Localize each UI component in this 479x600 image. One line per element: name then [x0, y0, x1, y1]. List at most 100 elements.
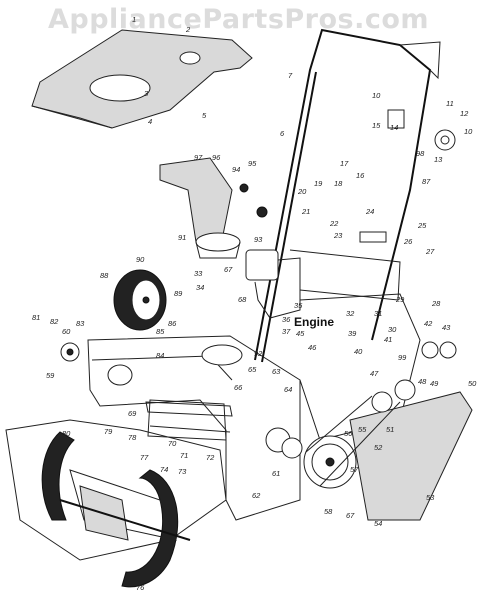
svg-text:34: 34: [196, 283, 204, 292]
svg-text:84: 84: [156, 351, 164, 360]
watermark: AppliancePartsPros.com: [48, 4, 430, 35]
svg-text:82: 82: [50, 317, 59, 326]
svg-text:40: 40: [354, 347, 363, 356]
svg-text:15: 15: [372, 121, 381, 130]
svg-text:6: 6: [280, 129, 285, 138]
svg-text:30: 30: [388, 325, 397, 334]
svg-text:3: 3: [144, 89, 149, 98]
svg-text:7: 7: [288, 71, 293, 80]
svg-text:37: 37: [282, 327, 291, 336]
svg-text:28: 28: [431, 299, 441, 308]
small-gear-left: [60, 341, 457, 362]
svg-text:62: 62: [252, 491, 261, 500]
svg-text:97: 97: [194, 153, 203, 162]
svg-text:42: 42: [424, 319, 433, 328]
svg-text:33: 33: [194, 269, 203, 278]
svg-text:46: 46: [308, 343, 317, 352]
engine-label: Engine: [294, 315, 334, 329]
svg-text:39: 39: [348, 329, 357, 338]
svg-text:2: 2: [185, 25, 191, 34]
svg-text:22: 22: [329, 219, 339, 228]
scraper-bar: [145, 401, 233, 433]
svg-text:27: 27: [425, 247, 435, 256]
engine-block: [245, 231, 401, 319]
svg-text:72: 72: [206, 453, 215, 462]
svg-text:20: 20: [297, 187, 307, 196]
svg-text:61: 61: [272, 469, 280, 478]
svg-text:25: 25: [417, 221, 427, 230]
svg-text:57: 57: [350, 465, 359, 474]
svg-text:73: 73: [178, 467, 187, 476]
svg-text:69: 69: [128, 409, 137, 418]
svg-text:24: 24: [365, 207, 374, 216]
svg-text:55: 55: [358, 425, 367, 434]
svg-text:80: 80: [62, 429, 71, 438]
svg-text:52: 52: [374, 443, 383, 452]
discharge-chute: [159, 157, 268, 259]
svg-text:94: 94: [232, 165, 240, 174]
svg-text:10: 10: [372, 91, 381, 100]
svg-text:18: 18: [334, 179, 343, 188]
svg-text:4: 4: [148, 117, 152, 126]
svg-text:29: 29: [395, 295, 405, 304]
svg-text:36: 36: [282, 315, 291, 324]
svg-text:17: 17: [340, 159, 349, 168]
svg-text:56: 56: [344, 429, 353, 438]
svg-text:23: 23: [333, 231, 343, 240]
svg-text:31: 31: [374, 309, 382, 318]
svg-text:89: 89: [174, 289, 183, 298]
svg-text:66: 66: [234, 383, 243, 392]
svg-text:54: 54: [374, 519, 382, 528]
svg-text:95: 95: [248, 159, 257, 168]
svg-text:45: 45: [296, 329, 305, 338]
drive-pulley: [265, 379, 416, 489]
svg-text:41: 41: [384, 335, 392, 344]
svg-text:26: 26: [403, 237, 413, 246]
svg-text:11: 11: [446, 99, 454, 108]
svg-text:93: 93: [254, 235, 263, 244]
svg-text:83: 83: [76, 319, 85, 328]
side-frame: [299, 293, 473, 521]
svg-text:85: 85: [156, 327, 165, 336]
svg-text:64: 64: [284, 385, 292, 394]
svg-text:53: 53: [426, 493, 435, 502]
callout-labels: 1 2 3 4 5 6 7 10 11 12 13 14 15 10 16 17…: [32, 15, 477, 592]
svg-text:79: 79: [104, 427, 113, 436]
svg-text:70: 70: [168, 439, 177, 448]
svg-text:19: 19: [314, 179, 323, 188]
svg-text:77: 77: [140, 453, 149, 462]
svg-text:96: 96: [212, 153, 221, 162]
svg-text:14: 14: [390, 123, 398, 132]
svg-text:32: 32: [346, 309, 355, 318]
svg-text:67: 67: [224, 265, 233, 274]
svg-text:63: 63: [272, 367, 281, 376]
svg-text:59: 59: [46, 371, 55, 380]
svg-text:88: 88: [100, 271, 109, 280]
svg-text:65: 65: [248, 365, 257, 374]
svg-text:91: 91: [178, 233, 186, 242]
svg-text:50: 50: [468, 379, 477, 388]
svg-text:92: 92: [254, 349, 263, 358]
svg-text:1: 1: [132, 15, 136, 24]
svg-text:78: 78: [128, 433, 137, 442]
svg-text:87: 87: [422, 177, 431, 186]
svg-text:58: 58: [324, 507, 333, 516]
svg-text:5: 5: [202, 111, 207, 120]
svg-text:49: 49: [430, 379, 439, 388]
svg-text:21: 21: [301, 207, 310, 216]
svg-text:60: 60: [62, 327, 71, 336]
svg-text:71: 71: [180, 451, 188, 460]
svg-text:67: 67: [346, 511, 355, 520]
svg-text:47: 47: [370, 369, 379, 378]
auger-assembly: [41, 431, 191, 588]
wheel: [113, 269, 167, 331]
svg-text:12: 12: [460, 109, 469, 118]
svg-text:43: 43: [442, 323, 451, 332]
svg-text:16: 16: [356, 171, 365, 180]
svg-text:81: 81: [32, 313, 40, 322]
svg-text:90: 90: [136, 255, 145, 264]
svg-text:99: 99: [398, 353, 407, 362]
svg-text:98: 98: [416, 149, 425, 158]
svg-text:86: 86: [168, 319, 177, 328]
